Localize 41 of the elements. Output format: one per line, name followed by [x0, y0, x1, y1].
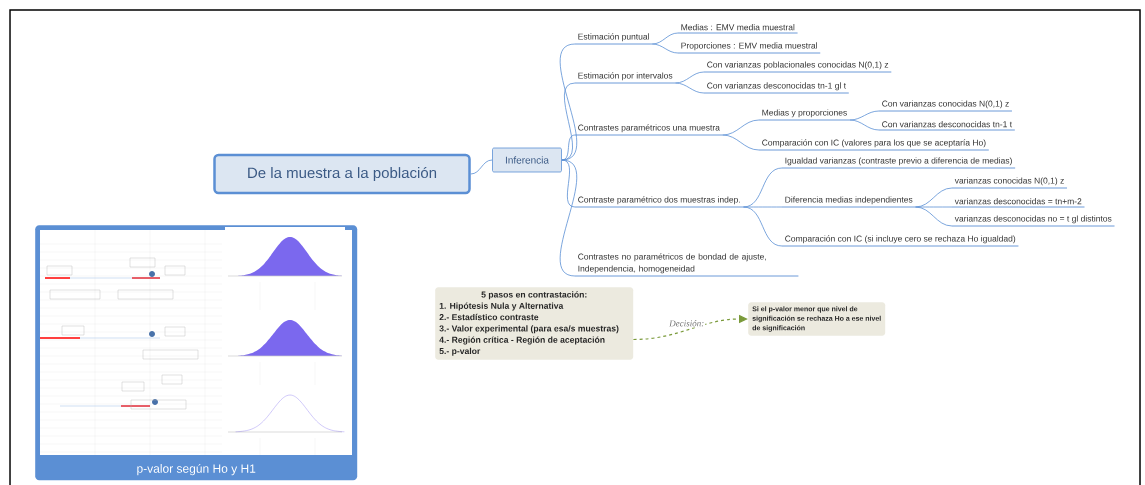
dashed-arrow	[632, 314, 748, 341]
edge-label: Decisión:	[668, 319, 706, 328]
connector	[674, 71, 705, 84]
connector	[743, 206, 783, 247]
branch-label: Estimación por intervalos	[574, 72, 676, 84]
connector	[559, 159, 578, 277]
connector	[722, 119, 760, 136]
branch-label: Igualdad varianzas (contraste previo a diferencia de medias)	[781, 157, 1016, 169]
connector	[651, 43, 679, 54]
connector	[470, 159, 493, 175]
branch-label: Estimación puntual	[574, 33, 653, 45]
branch-label: Con varianzas desconocidas tn-1 gl t	[703, 82, 850, 94]
branch-label: Contrastes no paramétricos de bondad de ajuste, Independencia, homogeneidad	[574, 253, 799, 277]
steps-box: 5 pasos en contrastación: 1. Hipótesis Nula y Alternativa 2.- Estadístico contraste 3.- Valor experimental (para esa/s muestras) 4.- Región crítica - Región de aceptación 5.- p-valor	[435, 287, 634, 360]
branch-label: varianzas desconocidas no = t gl distintos	[951, 215, 1115, 227]
branch-label: varianzas desconocidas = tn+m-2	[951, 198, 1085, 208]
connector	[915, 206, 953, 208]
connector	[561, 134, 576, 161]
connector	[674, 82, 705, 94]
branch-label: Con varianzas conocidas N(0,1) z	[878, 100, 1013, 112]
connector	[722, 134, 760, 151]
connector	[743, 206, 783, 208]
branch-label: Diferencia medias independientes	[781, 196, 916, 208]
topic-box: De la muestra a la población	[213, 153, 471, 195]
connector	[849, 119, 880, 131]
branch-label: varianzas conocidas N(0,1) z	[951, 177, 1068, 189]
branch-label: Con varianzas poblacionales conocidas N(0,1) z	[703, 61, 892, 73]
topic-box: Inferencia	[492, 147, 562, 173]
branch-label: Comparación con IC (si incluye cero se rechaza Ho igualdad)	[781, 235, 1019, 247]
branch-label: Medias y proporciones	[758, 109, 851, 121]
branch-label: Contraste paramétrico dos muestras indep.	[574, 196, 744, 208]
branch-label: Medias : EMV media muestral	[677, 24, 799, 34]
branch-label: Proporciones : EMV media muestral	[677, 42, 821, 54]
connector	[651, 32, 679, 45]
branch-label: Comparación con IC (valores para los que se aceptaría Ho)	[758, 139, 990, 151]
connector	[559, 43, 578, 161]
connector	[915, 206, 953, 227]
connector	[849, 110, 880, 121]
branch-label: Contrastes paramétricos una muestra	[574, 124, 724, 136]
connector	[561, 82, 576, 161]
branch-label: Con varianzas desconocidas tn-1 t	[878, 121, 1016, 131]
